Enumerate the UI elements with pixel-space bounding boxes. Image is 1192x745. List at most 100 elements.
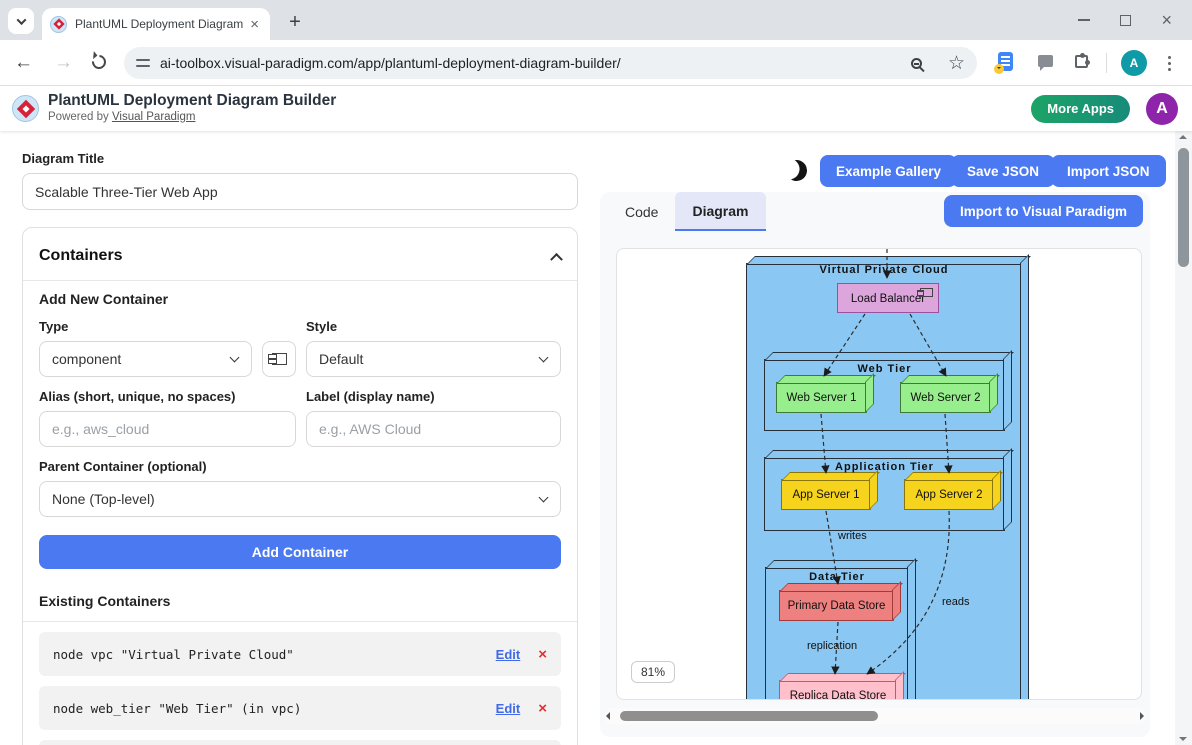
save-json-button[interactable]: Save JSON [951, 155, 1056, 187]
edit-button[interactable]: Edit [495, 646, 521, 662]
delete-icon[interactable]: × [538, 645, 547, 663]
diagram-title-label: Diagram Title [22, 151, 105, 166]
extensions-puzzle-icon[interactable] [1075, 53, 1090, 68]
forward-button: → [54, 52, 73, 73]
page-vertical-scrollbar[interactable] [1175, 131, 1192, 745]
container-code: node vpc "Virtual Private Cloud" [53, 646, 294, 662]
diagram-label-vpc: Virtual Private Cloud [819, 264, 949, 276]
label-input[interactable] [306, 411, 561, 447]
tab-title: PlantUML Deployment Diagram [75, 17, 243, 31]
parent-container-select[interactable]: None (Top-level) [39, 481, 561, 517]
label-label: Label (display name) [306, 389, 435, 404]
existing-containers-title: Existing Containers [39, 593, 171, 609]
edge-label-reads: reads [942, 596, 970, 608]
diagram-node-app-server-1: App Server 1 [781, 479, 871, 510]
comment-icon[interactable] [1038, 55, 1053, 71]
diagram-label-web-tier: Web Tier [857, 363, 912, 375]
page-title: PlantUML Deployment Diagram Builder [48, 92, 337, 109]
zoom-level-badge: 81% [631, 661, 676, 683]
import-json-button[interactable]: Import JSON [1051, 155, 1166, 187]
tab-diagram[interactable]: Diagram [675, 192, 766, 231]
component-icon [267, 353, 287, 365]
container-list-item: node web_tier "Web Tier" (in vpc) Edit × [39, 686, 561, 730]
main-content: Diagram Title Containers Add New Contain… [0, 131, 1192, 745]
collapse-chevron-icon[interactable] [550, 252, 563, 266]
site-settings-icon[interactable] [136, 58, 150, 68]
containers-card: Containers Add New Container Type compon… [22, 227, 578, 745]
more-apps-button[interactable]: More Apps [1031, 95, 1130, 123]
reload-button[interactable] [89, 52, 109, 72]
back-button[interactable]: ← [14, 52, 33, 73]
editor-panel: Diagram Title Containers Add New Contain… [22, 151, 578, 745]
docs-extension-icon[interactable] [994, 52, 1013, 74]
containers-title: Containers [39, 247, 123, 264]
tab-close-icon[interactable]: × [250, 15, 259, 33]
powered-by: Powered by Visual Paradigm [48, 111, 196, 123]
containers-header[interactable]: Containers [39, 242, 563, 270]
app-logo-icon [12, 95, 39, 122]
parent-container-label: Parent Container (optional) [39, 459, 207, 474]
component-icon [917, 288, 933, 297]
preview-tabs: Code Diagram [600, 192, 766, 231]
browser-menu-icon[interactable] [1168, 62, 1171, 65]
edge-label-writes: writes [838, 530, 867, 542]
download-badge-icon [994, 64, 1004, 74]
visual-paradigm-link[interactable]: Visual Paradigm [111, 111, 196, 123]
preview-card: Code Diagram Import to Visual Paradigm V… [600, 192, 1150, 737]
horizontal-scrollbar-thumb[interactable] [620, 711, 878, 721]
style-label: Style [306, 319, 338, 334]
diagram-preview-panel[interactable]: Virtual Private Cloud Load Balancer Web … [616, 248, 1142, 700]
add-container-button[interactable]: Add Container [39, 535, 561, 569]
scroll-right-icon[interactable] [1140, 712, 1144, 720]
window-close-button[interactable]: × [1161, 10, 1172, 30]
chevron-down-icon [16, 14, 26, 25]
tab-code[interactable]: Code [625, 203, 659, 220]
plantuml-diagram: Virtual Private Cloud Load Balancer Web … [617, 249, 1141, 699]
component-picker-button[interactable] [262, 341, 296, 377]
diagram-node-load-balancer: Load Balancer [837, 283, 939, 313]
vertical-scrollbar-thumb[interactable] [1178, 148, 1189, 267]
diagram-node-app-server-2: App Server 2 [904, 479, 994, 510]
window-minimize-button[interactable] [1078, 19, 1091, 21]
user-avatar[interactable]: A [1146, 93, 1178, 125]
browser-profile-avatar[interactable]: A [1121, 50, 1147, 76]
diagram-label-data-tier: Data Tier [809, 571, 865, 583]
window-maximize-button[interactable] [1120, 14, 1132, 26]
edit-button[interactable]: Edit [495, 700, 521, 716]
diagram-title-input[interactable] [22, 173, 578, 210]
style-select[interactable]: Default [306, 341, 561, 377]
horizontal-scrollbar[interactable] [604, 708, 1146, 724]
edge-label-replication: replication [807, 640, 858, 652]
chevron-down-icon [538, 492, 549, 503]
example-gallery-button[interactable]: Example Gallery [820, 155, 958, 187]
address-bar[interactable]: ai-toolbox.visual-paradigm.com/app/plant… [124, 47, 977, 79]
delete-icon[interactable]: × [538, 699, 547, 717]
diagram-node-web-server-1: Web Server 1 [776, 382, 867, 413]
chevron-down-icon [538, 352, 549, 363]
divider [23, 621, 577, 622]
tab-search-button[interactable] [8, 8, 34, 34]
container-list-item: node app_tier "Application Tier" (in vpc… [39, 740, 561, 745]
diagram-label-app-tier: Application Tier [835, 461, 934, 473]
scroll-down-icon[interactable] [1179, 737, 1187, 741]
alias-input[interactable] [39, 411, 296, 447]
type-select[interactable]: component [39, 341, 252, 377]
add-new-container-title: Add New Container [39, 291, 169, 307]
chevron-down-icon [229, 352, 240, 363]
import-to-visual-paradigm-button[interactable]: Import to Visual Paradigm [943, 195, 1143, 227]
scroll-left-icon[interactable] [606, 712, 610, 720]
dark-mode-moon-icon[interactable] [784, 158, 809, 183]
favicon-visual-paradigm-icon [50, 15, 67, 33]
new-tab-button[interactable]: + [289, 11, 301, 33]
diagram-node-replica-data-store: Replica Data Store [779, 680, 897, 699]
browser-tab[interactable]: PlantUML Deployment Diagram × [42, 8, 270, 40]
scroll-up-icon[interactable] [1179, 135, 1187, 139]
container-list-item: node vpc "Virtual Private Cloud" Edit × [39, 632, 561, 676]
divider [23, 280, 577, 281]
zoom-out-icon[interactable] [910, 57, 922, 69]
bookmark-star-icon[interactable]: ☆ [947, 52, 965, 74]
browser-toolbar: ← → ai-toolbox.visual-paradigm.com/app/p… [0, 40, 1192, 86]
alias-label: Alias (short, unique, no spaces) [39, 389, 236, 404]
browser-titlebar: PlantUML Deployment Diagram × + × [0, 0, 1192, 40]
